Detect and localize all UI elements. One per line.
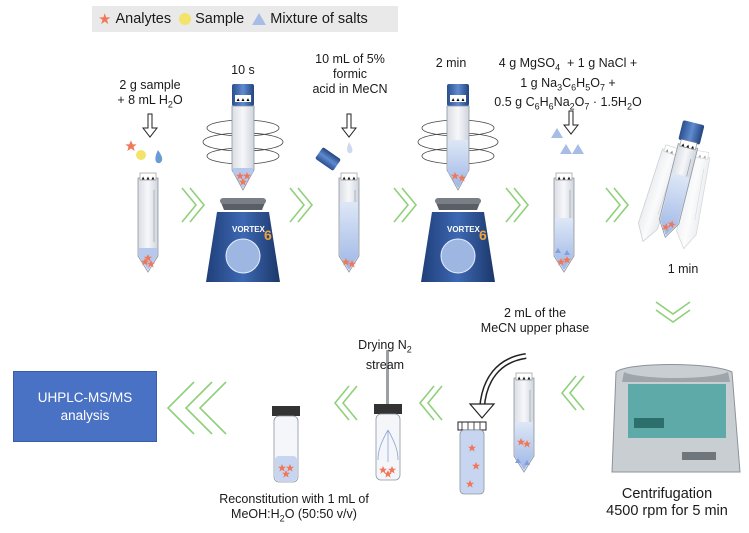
step3-input-arrow: [340, 113, 358, 154]
star-icon: ★: [98, 11, 112, 28]
vial-drying: [374, 350, 402, 481]
label-drying: Drying N2 stream: [340, 338, 430, 373]
label-drying-line2: stream: [365, 357, 405, 372]
label-reconstitution: Reconstitution with 1 mL of MeOH:H2O (50…: [186, 492, 402, 527]
svg-text:▲▲▲: ▲▲▲: [236, 97, 251, 103]
chevron-1: [181, 187, 205, 223]
chevron-down: [655, 301, 691, 323]
chevron-4: [505, 187, 529, 223]
svg-text:VORTEX: VORTEX: [447, 225, 481, 234]
label-upper-line1: 2 mL of the: [503, 306, 567, 320]
label-salts-line2: 1 g Na3C6H5O7 +: [520, 75, 616, 93]
step5-input-arrow: [551, 110, 584, 154]
transfer-arrow: [468, 353, 527, 419]
legend-analytes-label: Analytes: [115, 11, 172, 27]
label-centrifugation-line2: 4500 rpm for 5 min: [606, 503, 728, 519]
vial-upper-phase: [457, 421, 487, 495]
uhplc-analysis-box: UHPLC-MS/MS analysis: [13, 371, 157, 442]
label-formic-line3: acid in MeCN: [312, 82, 388, 96]
label-upper-phase: 2 mL of the MeCN upper phase: [460, 306, 610, 336]
vortex-1: ▲▲▲ VORTEX 6: [202, 84, 284, 282]
triangle-icon: [252, 13, 267, 25]
label-upper-line2: MeCN upper phase: [480, 321, 590, 335]
chevron-2: [289, 187, 313, 223]
label-drying-line1: Drying N2: [358, 338, 412, 355]
legend: ★ Analytes Sample Mixture of salts: [92, 6, 398, 32]
chevron-3: [393, 187, 417, 223]
label-shake-1min: 1 min: [667, 262, 699, 276]
shaken-tubes: [632, 120, 712, 251]
chevron-5: [605, 187, 629, 223]
svg-text:6: 6: [479, 227, 487, 243]
chevron-analysis: [166, 381, 227, 435]
label-salts-line3: 0.5 g C6H6Na2O7 · 1.5H2O: [494, 95, 642, 112]
legend-salts: Mixture of salts: [252, 11, 368, 27]
label-recon-line1: Reconstitution with 1 mL of: [219, 492, 369, 506]
step1-input-arrow: [141, 113, 159, 138]
label-sample-line2: + 8 mL H2O: [117, 93, 183, 110]
step1-sample-icons: [125, 140, 163, 164]
label-salts-line1: 4 g MgSO4 + 1 g NaCl +: [498, 56, 638, 73]
uhplc-line1: UHPLC-MS/MS: [37, 389, 133, 405]
tube-3: [315, 147, 360, 273]
centrifuge: [611, 364, 741, 473]
svg-text:VORTEX: VORTEX: [232, 225, 266, 234]
tube-1: [137, 172, 159, 273]
label-formic-line2: formic: [332, 67, 368, 81]
label-vortex-2min: 2 min: [435, 56, 467, 70]
label-recon-line2: MeOH:H2O (50:50 v/v): [231, 507, 357, 524]
label-centrifugation: Centrifugation 4500 rpm for 5 min: [588, 486, 746, 520]
chevron-6: [561, 375, 585, 411]
vortex-2: ▲▲▲ VORTEX 6: [417, 84, 499, 282]
chevron-7: [419, 385, 443, 421]
uhplc-line2: analysis: [60, 407, 110, 423]
label-centrifugation-line1: Centrifugation: [621, 486, 713, 502]
chevron-8: [334, 385, 358, 421]
tube-5: [553, 172, 575, 273]
label-formic-line1: 10 mL of 5%: [315, 52, 385, 66]
circle-icon: [179, 13, 192, 25]
legend-sample-label: Sample: [195, 11, 245, 27]
tube-centrifuged: [513, 372, 535, 473]
label-sample-line1: 2 g sample: [119, 78, 181, 92]
legend-salts-label: Mixture of salts: [270, 11, 368, 27]
label-salts: 4 g MgSO4 + 1 g NaCl + 1 g Na3C6H5O7 + 0…: [480, 56, 656, 115]
vial-reconstituted: [272, 406, 300, 483]
label-formic-acid: 10 mL of 5% formic acid in MeCN: [300, 52, 400, 97]
svg-text:6: 6: [264, 227, 272, 243]
legend-analytes: ★ Analytes: [98, 10, 171, 28]
label-sample-amount: 2 g sample + 8 mL H2O: [100, 78, 200, 113]
svg-text:▲▲▲: ▲▲▲: [451, 97, 466, 103]
legend-sample: Sample: [179, 11, 244, 27]
label-vortex-10s: 10 s: [231, 63, 255, 77]
